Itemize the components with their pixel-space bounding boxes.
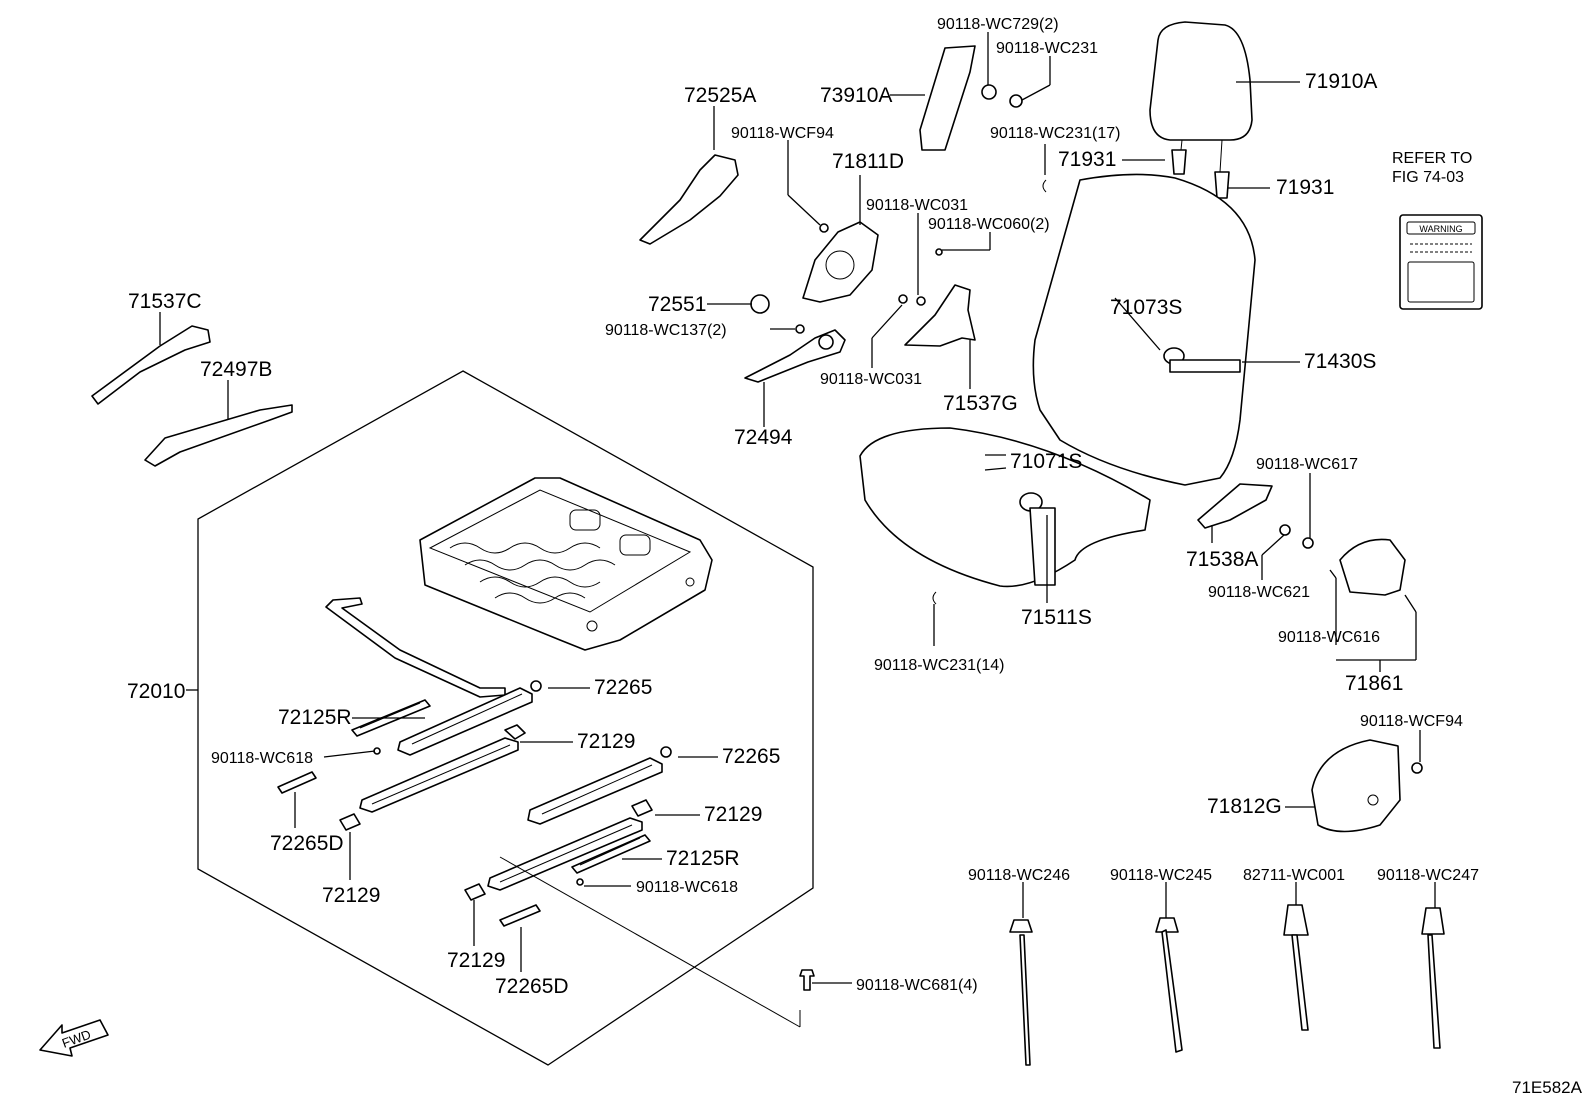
label-90118-WC247: 90118-WC247 bbox=[1377, 867, 1479, 884]
label-90118-WCF94-upper: 90118-WCF94 bbox=[731, 125, 834, 142]
warning-text: WARNING bbox=[1419, 224, 1462, 234]
label-90118-WC031-lower: 90118-WC031 bbox=[820, 371, 922, 388]
seat-frame-group-box bbox=[186, 370, 814, 1066]
label-90118-WC231-17: 90118-WC231(17) bbox=[990, 125, 1120, 142]
label-90118-WC681: 90118-WC681(4) bbox=[856, 977, 978, 994]
label-72129-3: 72129 bbox=[322, 884, 380, 907]
label-71537C: 71537C bbox=[128, 290, 202, 313]
leader-lines bbox=[159, 32, 1436, 984]
label-90118-WC729: 90118-WC729(2) bbox=[937, 16, 1059, 33]
label-72010: 72010 bbox=[127, 680, 185, 703]
label-72125R-lower: 72125R bbox=[666, 847, 740, 870]
seat-rails bbox=[359, 687, 801, 1028]
label-90118-WC231-14: 90118-WC231(14) bbox=[874, 657, 1004, 674]
label-90118-WC137: 90118-WC137(2) bbox=[605, 322, 727, 339]
label-71861: 71861 bbox=[1345, 672, 1403, 695]
cable-ties bbox=[1009, 904, 1445, 1066]
part-labels: 72525A 90118-WCF94 73910A 90118-WC729(2)… bbox=[127, 16, 1583, 1097]
label-71071S: 71071S bbox=[1010, 450, 1082, 473]
seat-back-assembly bbox=[859, 21, 1423, 833]
label-71537G: 71537G bbox=[943, 392, 1018, 415]
label-71430S: 71430S bbox=[1304, 350, 1376, 373]
label-90118-WC031-upper: 90118-WC031 bbox=[866, 197, 968, 214]
label-72129-2: 72129 bbox=[704, 803, 762, 826]
label-90118-WCF94-lower: 90118-WCF94 bbox=[1360, 713, 1463, 730]
warning-label-card: WARNING bbox=[1399, 214, 1483, 310]
label-72265D-lower: 72265D bbox=[495, 975, 569, 998]
label-71910A: 71910A bbox=[1305, 70, 1377, 93]
label-71511S: 71511S bbox=[1021, 606, 1092, 629]
label-90118-WC616: 90118-WC616 bbox=[1278, 629, 1380, 646]
label-90118-WC060: 90118-WC060(2) bbox=[928, 216, 1050, 233]
label-72125R-upper: 72125R bbox=[278, 706, 352, 729]
label-72265D-upper: 72265D bbox=[270, 832, 344, 855]
seat-levers bbox=[91, 45, 1023, 467]
label-90118-WC245: 90118-WC245 bbox=[1110, 867, 1212, 884]
label-72129-4: 72129 bbox=[447, 949, 505, 972]
label-72265-lower: 72265 bbox=[722, 745, 780, 768]
label-72265-upper: 72265 bbox=[594, 676, 652, 699]
label-72497B: 72497B bbox=[200, 358, 272, 381]
label-90118-WC617: 90118-WC617 bbox=[1256, 456, 1358, 473]
label-90118-WC621: 90118-WC621 bbox=[1208, 584, 1310, 601]
clips bbox=[799, 179, 1047, 991]
label-71931-upper: 71931 bbox=[1058, 148, 1116, 171]
label-fig-74-03: FIG 74-03 bbox=[1392, 169, 1464, 186]
label-72494: 72494 bbox=[734, 426, 793, 449]
label-90118-WC231: 90118-WC231 bbox=[996, 40, 1098, 57]
label-82711-WC001: 82711-WC001 bbox=[1243, 867, 1345, 884]
label-71931-lower: 71931 bbox=[1276, 176, 1334, 199]
seat-cushion-frame bbox=[325, 477, 713, 698]
label-90118-WC246: 90118-WC246 bbox=[968, 867, 1070, 884]
fwd-text: FWD bbox=[60, 1027, 93, 1051]
label-71073S: 71073S bbox=[1110, 296, 1182, 319]
label-71811D: 71811D bbox=[832, 150, 904, 173]
label-73910A: 73910A bbox=[820, 84, 892, 107]
diagram-code: 71E582A bbox=[1512, 1078, 1583, 1097]
label-72129-1: 72129 bbox=[577, 730, 635, 753]
label-refer-to: REFER TO bbox=[1392, 150, 1472, 167]
label-72551: 72551 bbox=[648, 293, 706, 316]
label-90118-WC618-lower: 90118-WC618 bbox=[636, 879, 738, 896]
label-72525A: 72525A bbox=[684, 84, 756, 107]
fwd-arrow: FWD bbox=[39, 1019, 109, 1057]
label-71812G: 71812G bbox=[1207, 795, 1282, 818]
label-71538A: 71538A bbox=[1186, 548, 1258, 571]
label-90118-WC618-upper: 90118-WC618 bbox=[211, 750, 313, 767]
